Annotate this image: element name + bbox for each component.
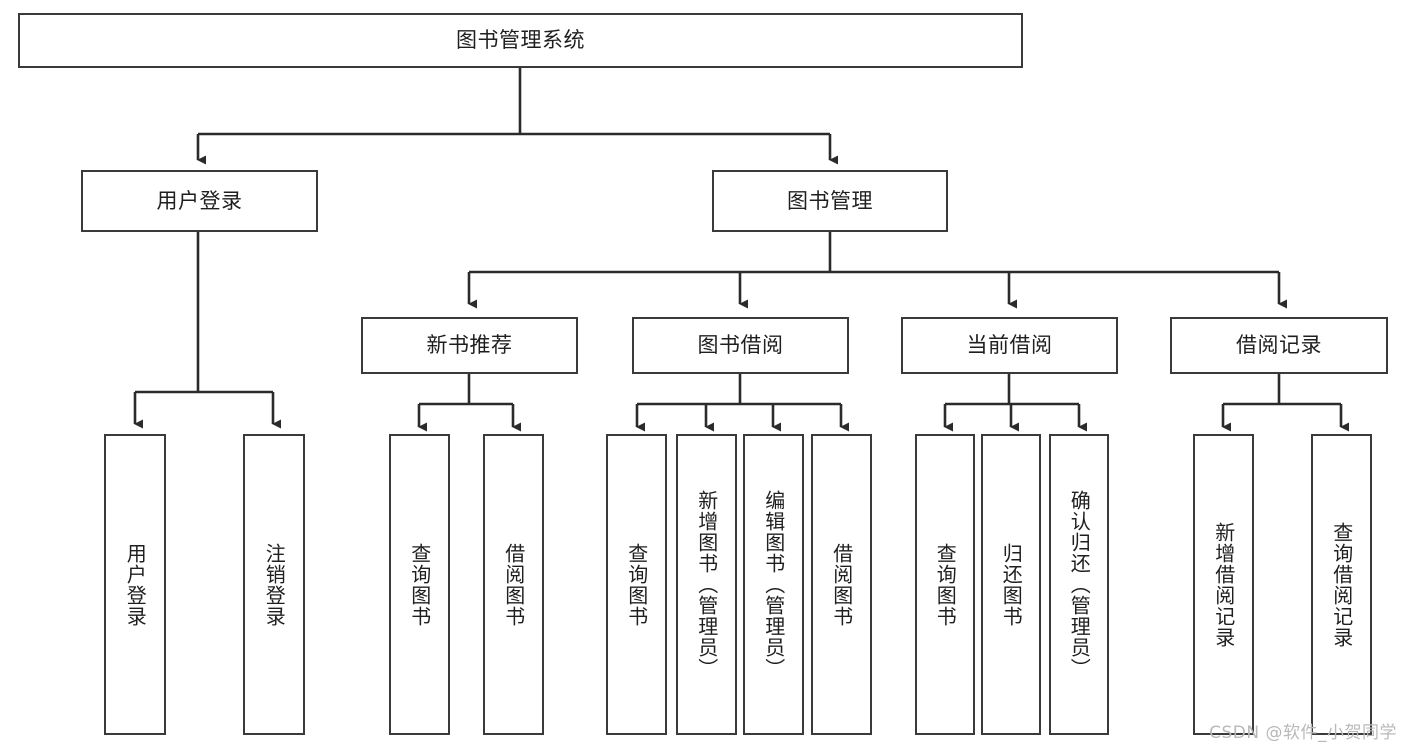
node-book-management[interactable]: 图书管理 [712, 170, 948, 232]
node-user-login[interactable]: 用户登录 [81, 170, 318, 232]
leaf-borrow-book[interactable]: 借阅图书 [811, 434, 872, 735]
node-book-borrow[interactable]: 图书借阅 [632, 317, 849, 374]
node-label: 注销登录 [262, 542, 287, 627]
leaf-query-book-current[interactable]: 查询图书 [915, 434, 975, 735]
leaf-user-login[interactable]: 用户登录 [104, 434, 166, 735]
leaf-query-book-recommend[interactable]: 查询图书 [389, 434, 450, 735]
leaf-add-book[interactable]: 新增图书（管理员） [676, 434, 737, 735]
node-new-book-recommend[interactable]: 新书推荐 [361, 317, 578, 374]
node-label: 新增借阅记录 [1211, 521, 1236, 648]
node-label: 借阅图书 [829, 542, 854, 627]
leaf-query-borrow-record[interactable]: 查询借阅记录 [1311, 434, 1372, 735]
node-label: 确认归还（管理员） [1067, 490, 1092, 679]
node-label: 借阅记录 [1236, 333, 1322, 358]
node-label: 查询借阅记录 [1329, 521, 1354, 648]
node-label: 借阅图书 [501, 542, 526, 627]
node-current-borrow[interactable]: 当前借阅 [901, 317, 1118, 374]
node-label: 查询图书 [407, 542, 432, 627]
node-label: 新书推荐 [426, 333, 513, 358]
leaf-return-book[interactable]: 归还图书 [981, 434, 1041, 735]
leaf-edit-book[interactable]: 编辑图书（管理员） [743, 434, 804, 735]
node-label: 新增图书（管理员） [694, 490, 719, 679]
node-label: 查询图书 [933, 542, 958, 627]
node-label: 用户登录 [156, 188, 243, 213]
node-label: 编辑图书（管理员） [761, 490, 786, 679]
node-label: 图书管理 [787, 188, 873, 213]
node-label: 查询图书 [624, 542, 649, 627]
node-borrow-record[interactable]: 借阅记录 [1170, 317, 1388, 374]
node-label: 图书借阅 [697, 333, 784, 358]
node-label: 归还图书 [999, 542, 1024, 627]
csdn-watermark: CSDN @软件_小贺同学 [1209, 723, 1397, 743]
leaf-query-book-borrow[interactable]: 查询图书 [606, 434, 667, 735]
leaf-logout-login[interactable]: 注销登录 [243, 434, 305, 735]
leaf-confirm-return[interactable]: 确认归还（管理员） [1049, 434, 1109, 735]
node-label: 当前借阅 [966, 333, 1053, 358]
leaf-add-borrow-record[interactable]: 新增借阅记录 [1193, 434, 1254, 735]
leaf-borrow-book-recommend[interactable]: 借阅图书 [483, 434, 544, 735]
node-label: 用户登录 [123, 542, 148, 627]
node-label: 图书管理系统 [456, 28, 585, 53]
node-root-system[interactable]: 图书管理系统 [18, 13, 1023, 68]
